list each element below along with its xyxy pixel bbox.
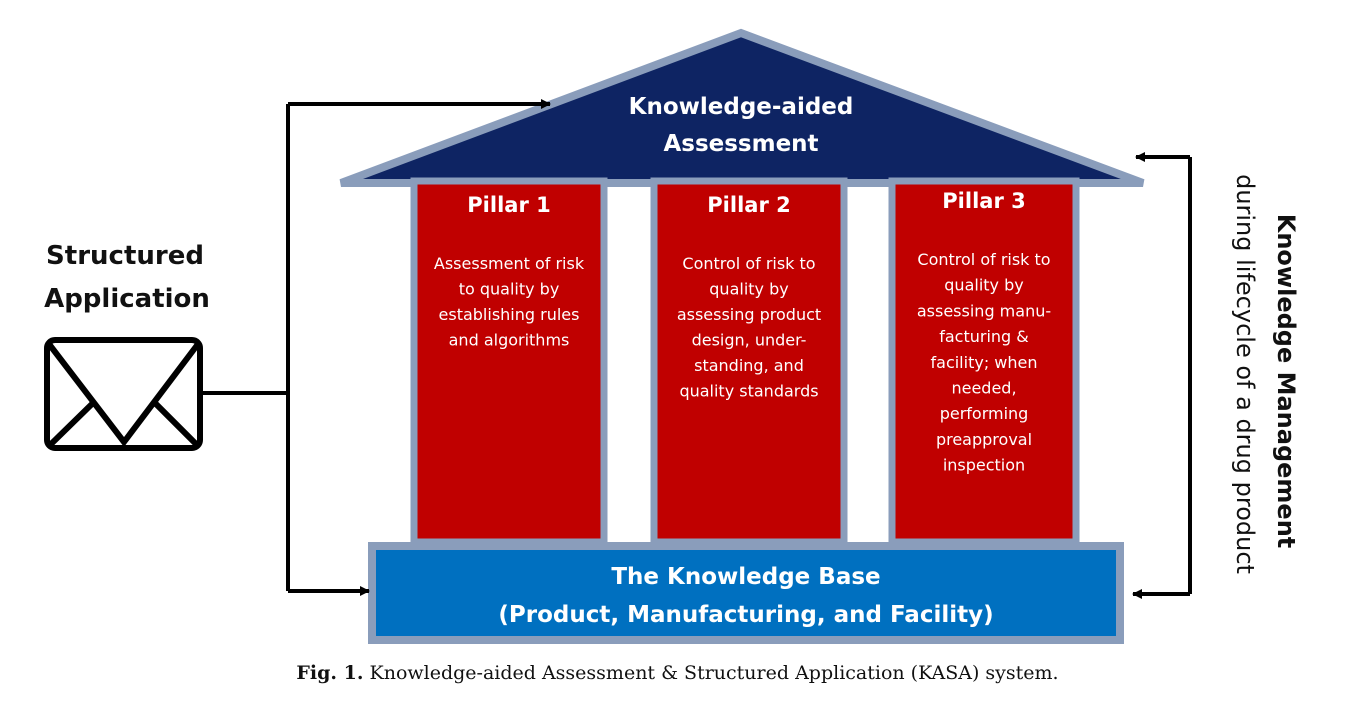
pillar-1-line: and algorithms xyxy=(449,331,570,350)
roof-title-line2: Assessment xyxy=(663,131,818,157)
pillar-2-line: Control of risk to xyxy=(682,254,815,273)
pillar-3-line: preapproval xyxy=(936,430,1032,449)
pillar-3-line: facturing & xyxy=(939,327,1029,346)
pillar-1-line: Assessment of risk xyxy=(434,254,585,273)
structured-application-line2: Application xyxy=(44,284,210,314)
structured-application-line1: Structured xyxy=(46,241,204,271)
pillar-3-line: assessing manu- xyxy=(917,301,1051,320)
pillar-1 xyxy=(410,177,608,546)
pillar-2-title: Pillar 2 xyxy=(707,193,790,217)
pillar-3-line: inspection xyxy=(943,456,1025,475)
pillar-3-description: Control of risk to quality by assessing ma… xyxy=(917,250,1051,475)
pillar-3-title: Pillar 3 xyxy=(942,189,1025,213)
pillar-1-line: to quality by xyxy=(459,280,560,299)
knowledge-base-subtitle: (Product, Manufacturing, and Facility) xyxy=(498,602,993,628)
figure-caption: Fig. 1. Knowledge-aided Assessment & Str… xyxy=(0,662,1355,684)
pillar-2 xyxy=(650,177,848,546)
pillar-2-line: standing, and xyxy=(694,356,804,375)
right-connector xyxy=(1132,152,1192,599)
envelope-icon xyxy=(44,337,203,451)
pillar-3-line: performing xyxy=(940,404,1029,423)
pillar-3-line: facility; when xyxy=(931,353,1038,372)
pillar-2-line: design, under- xyxy=(692,331,807,350)
roof-title-line1: Knowledge-aided xyxy=(629,94,854,120)
pillar-1-description: Assessment of risk to quality by establish… xyxy=(434,254,585,350)
knowledge-base-title: The Knowledge Base xyxy=(611,564,880,590)
pillar-3 xyxy=(888,177,1080,546)
pillar-1-line: establishing rules xyxy=(439,305,580,324)
lifecycle-label: during lifecycle of a drug product xyxy=(1231,174,1259,574)
pillar-2-description: Control of risk to quality by assessing pr… xyxy=(677,254,821,401)
pillar-3-line: Control of risk to xyxy=(917,250,1050,269)
pillar-2-line: quality standards xyxy=(679,382,818,401)
knowledge-base-block xyxy=(368,542,1124,644)
pillar-3-line: quality by xyxy=(944,276,1023,295)
pillar-1-title: Pillar 1 xyxy=(467,193,550,217)
pillar-3-line: needed, xyxy=(951,379,1016,398)
knowledge-management-label: Knowledge Management xyxy=(1272,214,1300,549)
caption-label: Fig. 1. xyxy=(296,662,364,684)
left-connector xyxy=(200,99,551,596)
pillar-2-line: quality by xyxy=(709,280,788,299)
pillar-2-line: assessing product xyxy=(677,305,821,324)
caption-text: Knowledge-aided Assessment & Structured … xyxy=(363,662,1059,684)
